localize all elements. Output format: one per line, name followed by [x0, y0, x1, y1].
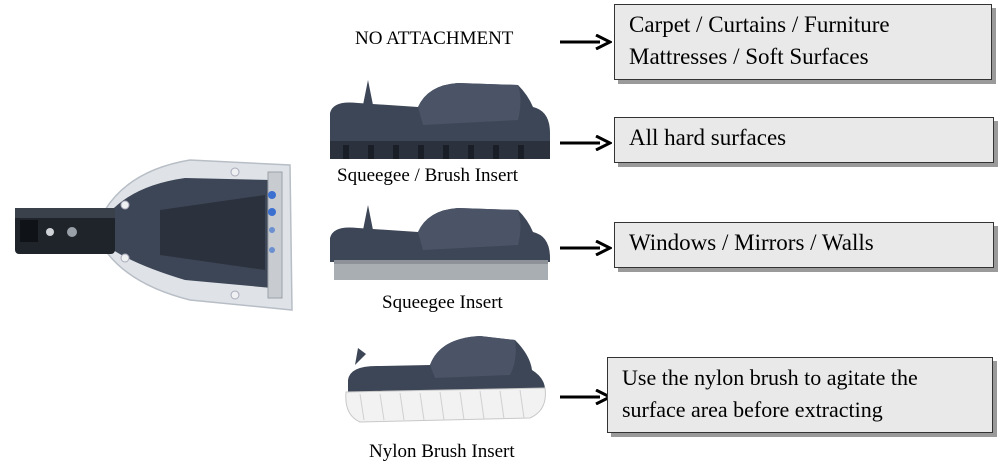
squeegee-brush-insert-label: Squeegee / Brush Insert	[337, 165, 518, 186]
arrow-icon	[560, 135, 612, 151]
arrow-icon	[560, 240, 612, 256]
description-line: Windows / Mirrors / Walls	[629, 230, 874, 255]
description-line: All hard surfaces	[629, 125, 787, 150]
main-tool-image	[15, 159, 293, 311]
squeegee-brush-insert-image	[330, 80, 550, 159]
squeegee-insert-label: Squeegee Insert	[382, 292, 503, 313]
hard-surfaces-box: All hard surfaces	[614, 117, 994, 163]
squeegee-insert-image	[330, 205, 550, 280]
windows-mirrors-box: Windows / Mirrors / Walls	[614, 222, 994, 268]
soft-surfaces-box: Carpet / Curtains / Furniture Mattresses…	[614, 4, 992, 80]
description-line: Mattresses / Soft Surfaces	[629, 44, 869, 69]
description-line: Use the nylon brush to agitate the	[622, 365, 918, 390]
arrow-icon	[560, 389, 612, 405]
nylon-brush-box: Use the nylon brush to agitate the surfa…	[607, 357, 993, 433]
no-attachment-label: NO ATTACHMENT	[355, 28, 514, 49]
arrow-icon	[560, 34, 612, 50]
nylon-brush-insert-image	[345, 336, 546, 423]
description-line: surface area before extracting	[622, 397, 883, 422]
description-line: Carpet / Curtains / Furniture	[629, 12, 890, 37]
nylon-brush-insert-label: Nylon Brush Insert	[369, 441, 515, 462]
